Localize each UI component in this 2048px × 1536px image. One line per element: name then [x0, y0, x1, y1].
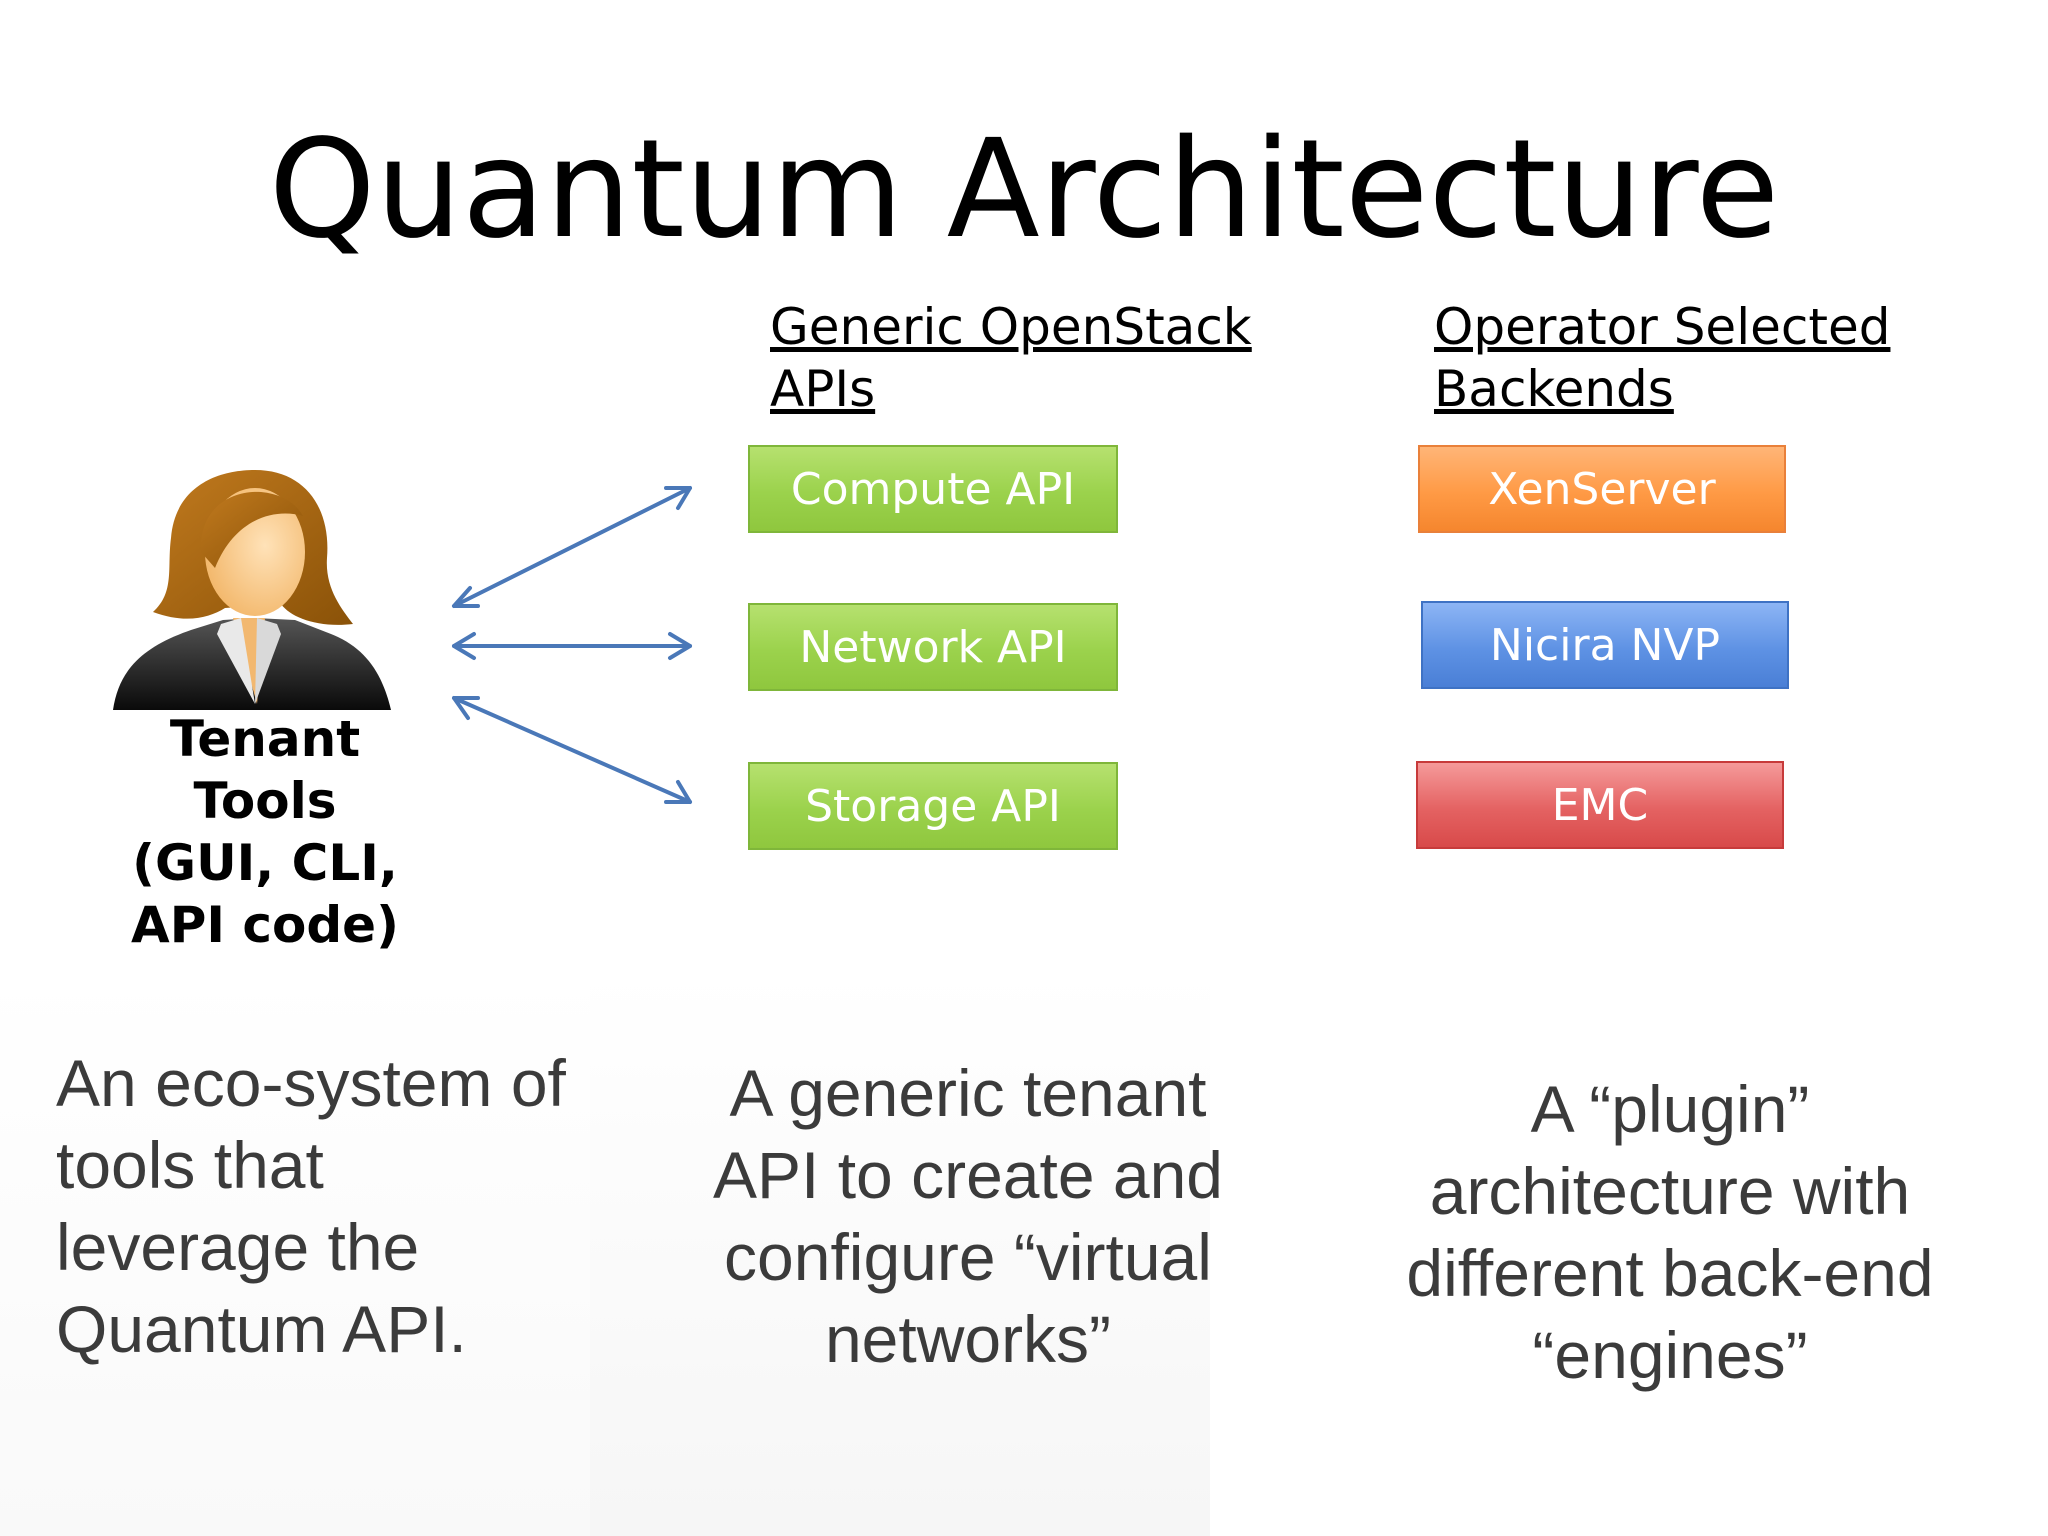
emc-label: EMC [1551, 779, 1649, 831]
tools-description: An eco-system of tools that leverage the… [56, 1042, 566, 1370]
backends-heading: Operator Selected Backends [1434, 296, 1890, 420]
tools-desc-line-1: An eco-system of [56, 1046, 566, 1120]
nicira-nvp-box: Nicira NVP [1421, 601, 1789, 689]
tenant-label-line-3: (GUI, CLI, [132, 834, 398, 892]
arrow-to-compute [452, 486, 692, 608]
connection-arrows [452, 486, 692, 804]
apis-heading-line-1: Generic OpenStack [770, 298, 1252, 356]
compute-api-label: Compute API [790, 463, 1076, 515]
column-background-left [0, 970, 620, 1536]
plugin-desc-line-4: “engines” [1532, 1318, 1808, 1392]
user-woman-icon [113, 470, 391, 710]
tools-desc-line-3: leverage the [56, 1210, 420, 1284]
tenant-label-line-2: Tools [193, 772, 337, 830]
api-desc-line-4: networks” [824, 1302, 1112, 1376]
network-api-label: Network API [799, 621, 1067, 673]
tools-desc-line-2: tools that [56, 1128, 324, 1202]
nicira-nvp-label: Nicira NVP [1489, 619, 1721, 671]
plugin-desc-line-2: architecture with [1429, 1154, 1911, 1228]
xenserver-label: XenServer [1488, 463, 1716, 515]
apis-heading-line-2: APIs [770, 360, 876, 418]
plugin-desc-line-1: A “plugin” [1530, 1072, 1810, 1146]
tools-desc-line-4: Quantum API. [56, 1292, 467, 1366]
plugin-description: A “plugin” architecture with different b… [1370, 1068, 1970, 1396]
apis-heading: Generic OpenStack APIs [770, 296, 1252, 420]
arrow-to-network [452, 632, 692, 660]
api-desc-line-2: API to create and [713, 1138, 1223, 1212]
storage-api-box: Storage API [748, 762, 1118, 850]
api-description: A generic tenant API to create and confi… [668, 1052, 1268, 1380]
backends-heading-line-1: Operator Selected [1434, 298, 1891, 356]
tenant-label-line-4: API code) [131, 896, 399, 954]
plugin-desc-line-3: different back-end [1406, 1236, 1934, 1310]
storage-api-label: Storage API [805, 780, 1061, 832]
slide-title: Quantum Architecture [268, 111, 1780, 269]
api-desc-line-1: A generic tenant [729, 1056, 1207, 1130]
compute-api-box: Compute API [748, 445, 1118, 533]
arrow-to-storage [452, 696, 692, 804]
emc-box: EMC [1416, 761, 1784, 849]
tenant-label-line-1: Tenant [169, 710, 361, 768]
backends-heading-line-2: Backends [1434, 360, 1674, 418]
xenserver-box: XenServer [1418, 445, 1786, 533]
api-desc-line-3: configure “virtual [724, 1220, 1212, 1294]
tenant-tools-label: Tenant Tools (GUI, CLI, API code) [100, 708, 430, 956]
column-background-middle [590, 970, 1210, 1536]
network-api-box: Network API [748, 603, 1118, 691]
